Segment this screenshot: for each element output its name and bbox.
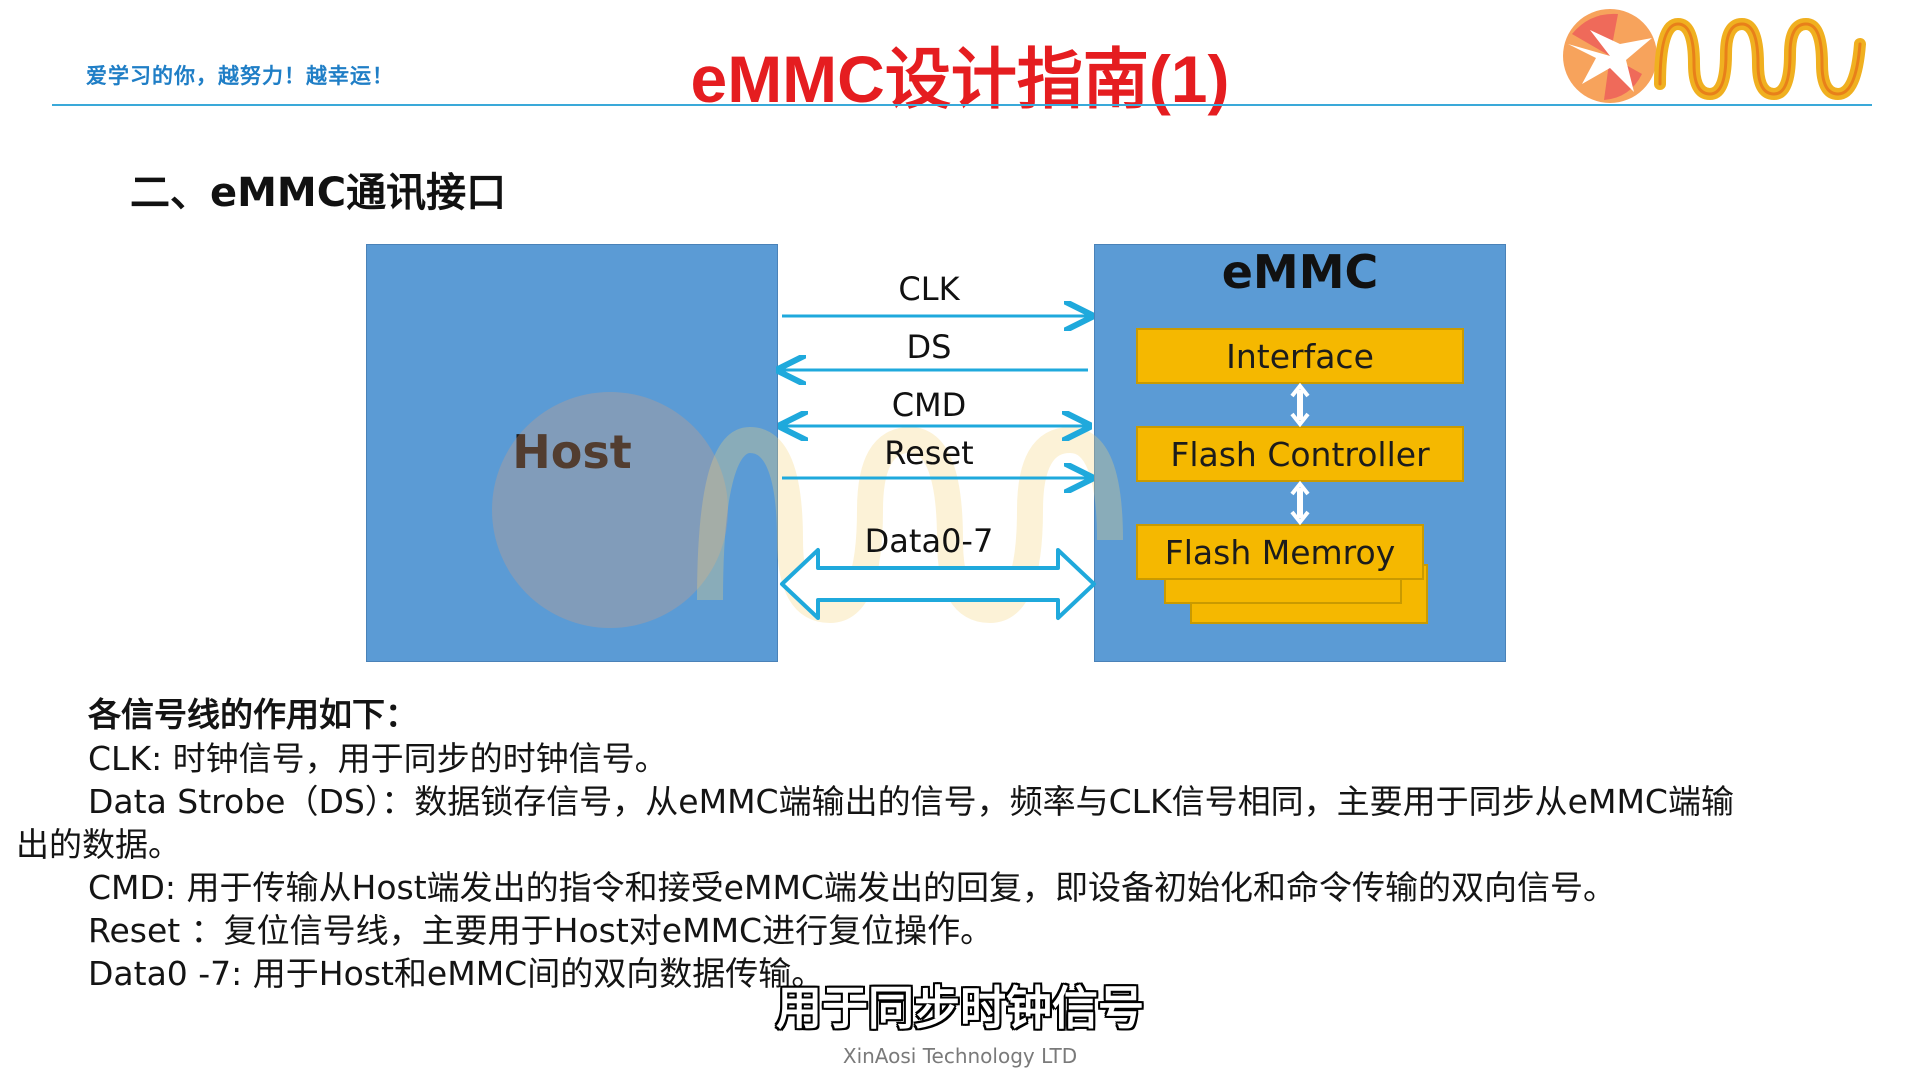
signal-label-clk: CLK	[898, 270, 960, 308]
host-block: Host	[366, 244, 778, 662]
section-heading: 二、eMMC通讯接口	[130, 170, 507, 216]
slide-title: eMMC设计指南(1)	[690, 42, 1230, 116]
signal-label-data: Data0-7	[864, 522, 994, 560]
flash-memory-block: Flash Memroy	[1136, 524, 1424, 580]
signal-label-ds: DS	[906, 328, 952, 366]
description-ds-continued: 出的数据。	[16, 825, 181, 864]
signal-label-cmd: CMD	[891, 386, 967, 424]
host-label: Host	[512, 425, 632, 479]
description-reset: Reset ：复位信号线，主要用于Host对eMMC进行复位操作。	[88, 911, 994, 950]
interface-controller-arrow-icon	[1290, 382, 1310, 428]
description-cmd: CMD: 用于传输从Host端发出的指令和接受eMMC端发出的回复，即设备初始化…	[88, 868, 1616, 907]
controller-memory-arrow-icon	[1290, 480, 1310, 526]
footer-company: XinAosi Technology LTD	[842, 1044, 1078, 1068]
flash-controller-block: Flash Controller	[1136, 426, 1464, 482]
description-ds: Data Strobe（DS）：数据锁存信号，从eMMC端输出的信号，频率与CL…	[88, 782, 1734, 821]
interface-block: Interface	[1136, 328, 1464, 384]
brand-logo-icon	[1563, 9, 1866, 103]
description-clk: CLK: 时钟信号，用于同步的时钟信号。	[88, 739, 668, 778]
data-bus-arrow	[780, 548, 1096, 620]
description-heading: 各信号线的作用如下：	[88, 695, 418, 734]
video-subtitle: 用于同步时钟信号	[776, 981, 1144, 1035]
emmc-label: eMMC	[1221, 245, 1379, 299]
title-divider	[52, 104, 1872, 106]
description-data: Data0 -7: 用于Host和eMMC间的双向数据传输。	[88, 954, 825, 993]
slogan: 爱学习的你，越努力！越幸运！	[86, 64, 394, 88]
signal-label-reset: Reset	[884, 434, 974, 472]
